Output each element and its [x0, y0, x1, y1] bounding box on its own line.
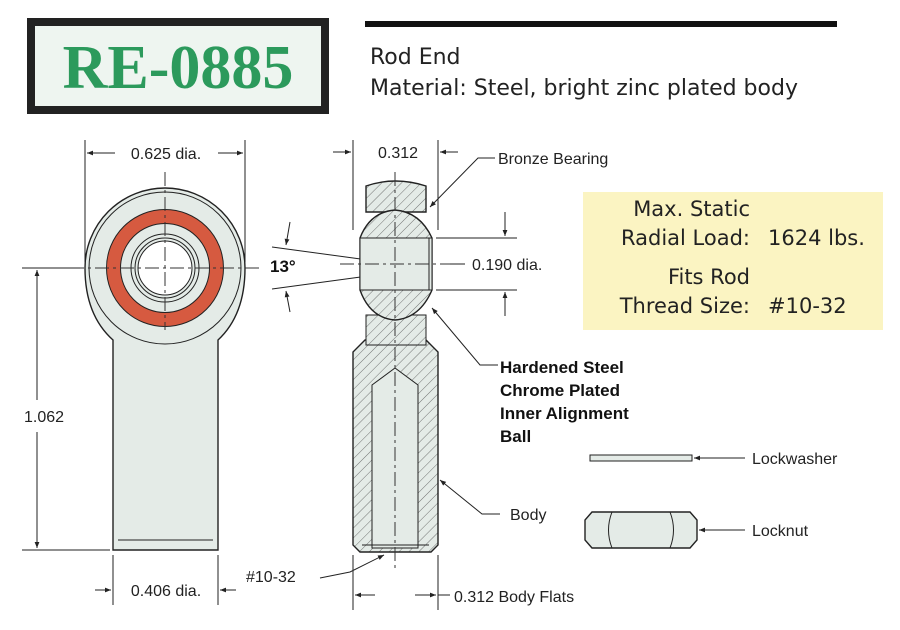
length-dim: 1.062	[24, 409, 64, 426]
side-view	[340, 172, 450, 570]
bronze-bearing-section	[365, 180, 427, 213]
misalignment-angle: 13°	[270, 257, 296, 276]
radial-load-value: 1624 lbs.	[768, 226, 865, 250]
shank-diameter-dim: 0.406 dia.	[131, 583, 201, 600]
body-flats-dim: 0.312 Body Flats	[454, 589, 574, 606]
front-view	[70, 172, 262, 551]
svg-text:Fits Rod: Fits Rod	[668, 265, 750, 289]
svg-text:Radial Load:: Radial Load:	[621, 226, 750, 250]
header-rule	[365, 21, 837, 27]
alignment-ball-label: Hardened Steel Chrome Plated Inner Align…	[500, 358, 629, 446]
body-label: Body	[510, 507, 546, 524]
svg-text:Thread Size:: Thread Size:	[619, 294, 750, 318]
lockwasher	[589, 454, 693, 462]
svg-text:Max. Static: Max. Static	[633, 197, 750, 221]
product-name: Rod End	[370, 45, 461, 70]
thread-callout: #10-32	[246, 569, 296, 586]
svg-text:Inner Alignment: Inner Alignment	[500, 404, 629, 423]
eye-diameter-dim: 0.625 dia.	[131, 146, 201, 163]
locknut	[584, 511, 698, 549]
lockwasher-label: Lockwasher	[752, 451, 838, 468]
bronze-bearing-label: Bronze Bearing	[498, 151, 608, 168]
spec-box: Max. Static Radial Load: 1624 lbs. Fits …	[583, 192, 883, 330]
svg-text:Ball: Ball	[500, 427, 531, 446]
part-number: RE-0885	[63, 34, 294, 102]
part-number-box: RE-0885	[27, 18, 329, 114]
material-text: Material: Steel, bright zinc plated body	[370, 76, 798, 101]
svg-text:Hardened Steel: Hardened Steel	[500, 358, 624, 377]
locknut-label: Locknut	[752, 523, 809, 540]
width-dim: 0.312	[378, 145, 418, 162]
bore-diameter-dim: 0.190 dia.	[472, 257, 542, 274]
thread-size-value: #10-32	[768, 294, 847, 318]
svg-text:Chrome Plated: Chrome Plated	[500, 381, 620, 400]
